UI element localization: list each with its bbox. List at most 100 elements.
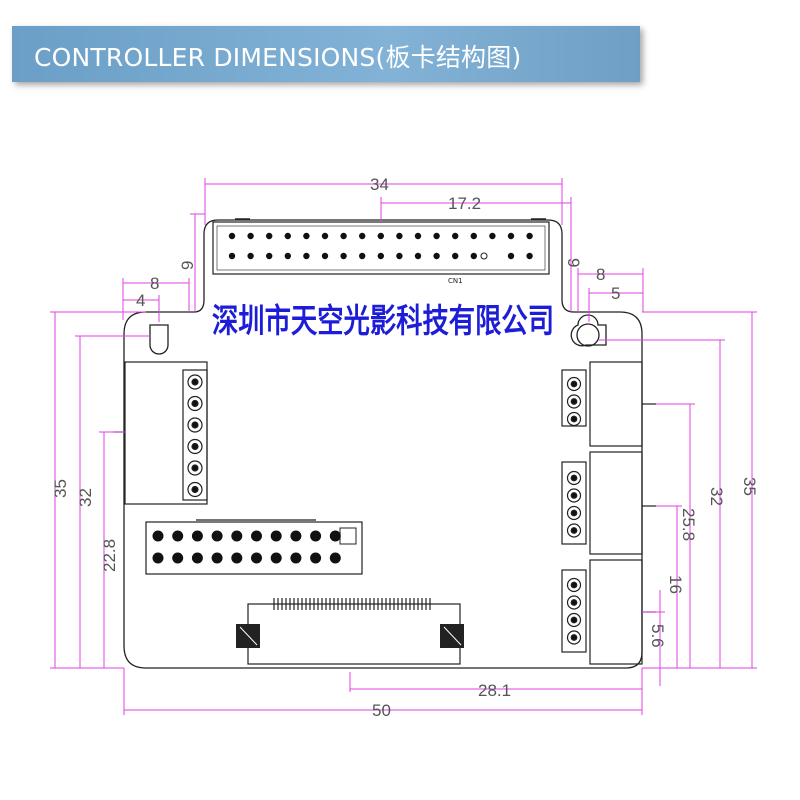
dim-bottom-width: 50 (372, 701, 391, 720)
header-pin (340, 232, 347, 240)
terminal-pin-center (570, 599, 578, 606)
header-pin (470, 252, 477, 260)
dim-right-8: 8 (596, 265, 605, 284)
header-pin (228, 232, 236, 240)
dim-right-notch: 9 (564, 258, 583, 267)
terminal-pin (566, 595, 582, 610)
top-header-connector: CN1 (212, 218, 550, 285)
terminal-pin-center (570, 398, 578, 405)
header-pin (247, 252, 254, 260)
header-pin (191, 552, 203, 564)
dim-right-32: 32 (707, 487, 726, 506)
left-side-connector (113, 361, 208, 505)
terminal-pin (566, 505, 582, 521)
dim-left-32: 32 (76, 488, 95, 507)
header-pin (231, 552, 243, 564)
terminal-pin (566, 523, 582, 538)
terminal-pin-center (191, 485, 199, 494)
header-pin (396, 252, 403, 260)
terminal-pin (566, 488, 582, 503)
dim-right-5: 5 (611, 284, 620, 303)
header-pin (231, 530, 243, 542)
terminal-pin-center (570, 380, 578, 388)
header-pin (526, 232, 533, 240)
terminal-pin (187, 374, 203, 390)
header-pin (507, 252, 515, 260)
terminal-pin-center (570, 415, 578, 423)
header-pin (414, 252, 422, 260)
header-pin (172, 530, 184, 542)
header-pin (329, 530, 341, 542)
dim-top-half-width: 17.2 (448, 194, 481, 213)
header-pin (270, 530, 282, 542)
header-pin (247, 232, 254, 240)
header-pin (507, 232, 515, 240)
middle-pin-header (145, 519, 363, 575)
terminal-pin (187, 395, 203, 412)
terminal-pin-center (191, 378, 199, 386)
header-pin (284, 232, 291, 240)
header-pin (433, 232, 440, 240)
dim-right-25-8: 25.8 (679, 508, 698, 541)
header-pin (329, 552, 341, 564)
header-pin (266, 252, 273, 260)
right-connector-pins (566, 376, 582, 645)
terminal-pin (566, 411, 582, 427)
company-name-watermark: 深圳市天空光影科技有限公司 (212, 301, 554, 340)
dim-bottom-offset: 28.1 (478, 681, 511, 700)
terminal-pin-center (570, 509, 578, 517)
terminal-pin-center (570, 616, 578, 624)
title-banner: CONTROLLER DIMENSIONS(板卡结构图) (12, 26, 640, 82)
top-header-pins (228, 232, 533, 260)
dim-left-notch: 9 (178, 261, 197, 270)
header-pin (359, 252, 366, 260)
header-pin (290, 552, 302, 564)
header-pin (470, 232, 477, 240)
terminal-pin-center (191, 442, 199, 451)
header-pin (489, 232, 496, 240)
terminal-pin-center (570, 581, 578, 589)
dim-right-35: 35 (740, 477, 759, 496)
header-pin (284, 252, 291, 260)
terminal-pin-center (191, 421, 199, 429)
terminal-pin (566, 577, 582, 593)
header-pin (414, 232, 422, 240)
dim-right-16: 16 (666, 575, 685, 594)
left-mounting-hole (149, 324, 169, 355)
dim-left-4: 4 (136, 291, 145, 310)
header-pin (396, 232, 403, 240)
board-outline (123, 219, 643, 669)
header-pin (452, 252, 459, 260)
header-pin (310, 552, 322, 564)
page-title: CONTROLLER DIMENSIONS(板卡结构图) (34, 43, 522, 72)
dimension-lines (50, 178, 757, 715)
terminal-pin (187, 438, 203, 455)
header-pin (303, 232, 310, 240)
header-pin (377, 252, 384, 260)
header-pin (321, 232, 329, 240)
terminal-pin (187, 460, 203, 476)
terminal-pin-center (570, 527, 578, 534)
terminal-pin-center (570, 474, 578, 482)
header-pin (359, 232, 366, 240)
header-pin (266, 232, 273, 240)
header-pin (251, 530, 262, 542)
header-pin (452, 232, 459, 240)
header-pin (211, 530, 223, 542)
terminal-pin (566, 470, 582, 486)
terminal-pin (566, 376, 582, 392)
header-pin (172, 552, 184, 564)
terminal-pin-center (191, 464, 199, 472)
right-mounting-hole (570, 314, 607, 347)
header-pin (310, 530, 322, 542)
dim-left-35: 35 (51, 479, 70, 498)
ffc-contacts (273, 598, 431, 610)
header-pin (526, 252, 533, 260)
header-pin (191, 530, 203, 542)
right-side-connectors (561, 361, 656, 665)
terminal-pin-center (570, 634, 578, 641)
header-pin (377, 232, 384, 240)
header-pin (303, 252, 310, 260)
header-pin (228, 252, 236, 260)
